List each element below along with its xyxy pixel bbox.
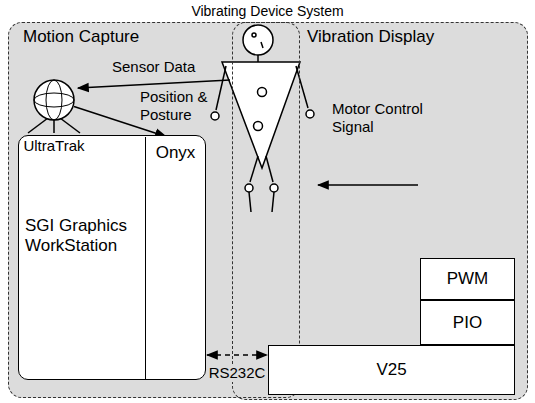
head xyxy=(243,25,273,55)
sphere xyxy=(34,80,74,120)
processor-box: V25 xyxy=(268,345,515,395)
tripod-leg xyxy=(28,118,48,133)
sphere-meridian xyxy=(46,80,62,120)
eye xyxy=(252,33,256,37)
node-label: Onyx xyxy=(156,143,196,163)
region-title: Vibration Display xyxy=(307,27,434,47)
signal-label: Motor Control Signal xyxy=(332,100,432,136)
region-panel: Vibration DisplayPWM PIO V25 xyxy=(232,22,528,400)
vibrator xyxy=(258,88,267,97)
tripod-leg xyxy=(53,120,55,133)
connector-label: Position & Posture xyxy=(140,88,220,124)
node-label: V25 xyxy=(376,360,406,380)
vibrator xyxy=(254,122,263,131)
diagram-title: Vibrating Device System xyxy=(191,2,343,20)
vibrator xyxy=(245,184,253,192)
signal-label: Sensor Data xyxy=(112,58,195,76)
vibrator xyxy=(306,110,314,118)
node-label: PWM xyxy=(447,269,489,289)
sphere-latitude xyxy=(34,93,74,107)
leg xyxy=(250,156,258,182)
vibrator xyxy=(211,112,219,120)
signal-arrow xyxy=(318,184,418,186)
node-label: PIO xyxy=(453,313,482,333)
region-panel: Motion CaptureUltraTrakSGI Graphics Work… xyxy=(8,22,300,398)
human-figure xyxy=(211,25,314,212)
node-label: SGI Graphics WorkStation xyxy=(25,216,137,256)
region-title: Motion Capture xyxy=(23,27,139,47)
leg xyxy=(249,192,251,212)
tracker-sphere xyxy=(14,78,94,134)
tripod-leg xyxy=(60,118,80,133)
module-box: PIO xyxy=(420,300,515,345)
mouth xyxy=(261,42,263,48)
module-box: PWM xyxy=(420,258,515,300)
arm xyxy=(296,66,308,108)
connector-label: RS232C xyxy=(208,364,267,382)
workstation-box: SGI Graphics WorkStation Onyx xyxy=(18,135,206,380)
sensor-arrow xyxy=(78,80,230,88)
torso xyxy=(222,62,300,168)
connector xyxy=(207,354,267,356)
vibrator xyxy=(270,184,278,192)
leg xyxy=(266,156,273,182)
tracker-node: UltraTrak xyxy=(14,78,94,154)
leg xyxy=(272,192,274,212)
computer-part: Onyx xyxy=(145,137,205,379)
node-label: UltraTrak xyxy=(23,136,84,156)
arm xyxy=(216,66,226,110)
neck xyxy=(257,55,259,62)
